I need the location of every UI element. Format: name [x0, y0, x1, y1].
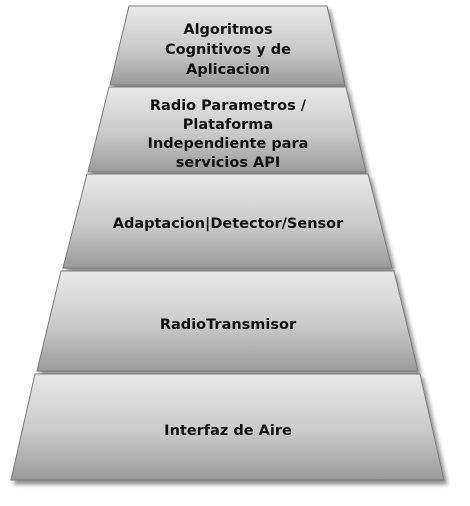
- layer-label-line: RadioTransmisor: [160, 317, 297, 333]
- layer-label-line: Interfaz de Aire: [164, 423, 292, 439]
- layer-adaptation: Adaptacion|Detector/Sensor: [62, 173, 393, 269]
- layer-shape: [36, 270, 419, 372]
- layer-cognitive-algorithms: Algoritmos Cognitivos y de Aplicacion: [109, 5, 346, 86]
- layer-radio-parameters: Radio Parametros / Plataforma Independie…: [87, 86, 367, 173]
- layer-air-interface: Interfaz de Aire: [10, 373, 445, 481]
- layer-label-line: Aplicacion: [186, 62, 270, 78]
- layer-shape: [62, 173, 393, 269]
- layer-shape: [109, 5, 346, 86]
- layer-radio-transmitter: RadioTransmisor: [36, 270, 419, 372]
- layer-label-line: Radio Parametros /: [150, 98, 307, 114]
- layer-label-line: Cognitivos y de: [165, 42, 291, 58]
- layer-shape: [10, 373, 445, 481]
- layer-label-line: Plataforma: [183, 117, 273, 133]
- layer-label-line: Algoritmos: [183, 22, 272, 38]
- layer-label-line: servicios API: [176, 155, 281, 171]
- layer-label-line: Independiente para: [148, 136, 309, 152]
- layer-label-line: Adaptacion|Detector/Sensor: [113, 216, 344, 232]
- layer-shape: [87, 86, 367, 173]
